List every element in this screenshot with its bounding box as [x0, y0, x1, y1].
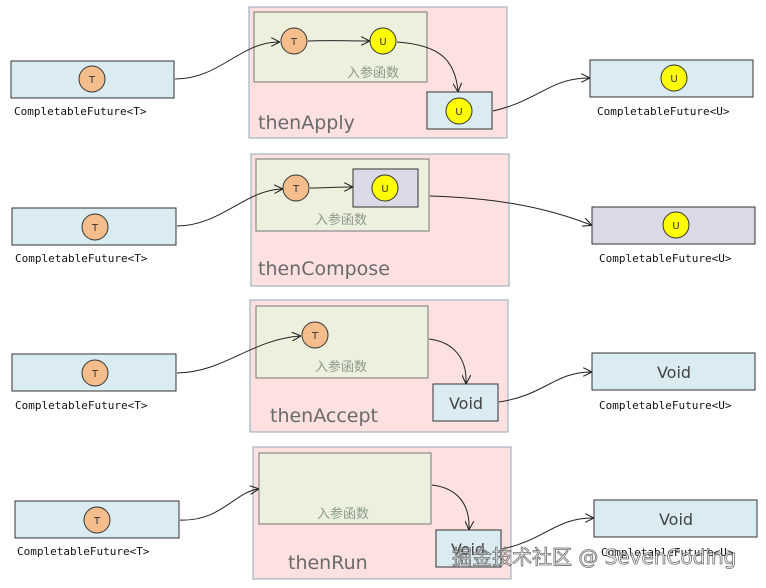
flow-arrow: [396, 41, 458, 91]
result-token-u-label: U: [455, 107, 462, 118]
function-token-u-circle: [371, 174, 399, 202]
flow-arrow: [492, 78, 589, 112]
input-future-label: CompletableFuture<T>: [15, 252, 148, 265]
row-then-run: T CompletableFuture<T> 入参函数 Void thenRun…: [14, 446, 758, 580]
token-t-label: T: [93, 516, 101, 527]
function-token-u-label: U: [379, 37, 386, 48]
output-token-u-circle: [662, 211, 690, 239]
flow-arrow: [431, 484, 469, 529]
row-then-apply: T CompletableFuture<T> T U 入参函数 U thenAp…: [10, 6, 754, 139]
flow-arrow: [176, 336, 300, 374]
function-token-t-label: T: [290, 37, 298, 48]
input-future-label: CompletableFuture<T>: [14, 105, 147, 118]
token-t-label: T: [91, 369, 99, 380]
function-label: 入参函数: [315, 359, 367, 375]
output-future-label: CompletableFuture<U>: [597, 105, 730, 118]
function-panel: [253, 11, 428, 83]
output-void-label: Void: [657, 363, 691, 382]
function-token-u-label: U: [381, 184, 388, 195]
function-token-t-circle: [280, 27, 308, 55]
operation-name: thenApply: [258, 112, 355, 134]
function-token-t-label: T: [311, 331, 319, 342]
token-t-circle: [81, 359, 109, 387]
output-token-u-label: U: [672, 221, 679, 232]
row-then-accept: T CompletableFuture<T> T 入参函数 Void thenA…: [11, 299, 756, 433]
output-future-box: [591, 352, 756, 391]
output-future-label: CompletableFuture<U>: [599, 252, 732, 265]
function-label: 入参函数: [347, 65, 399, 81]
output-token-u-label: U: [670, 74, 677, 85]
token-t-circle: [81, 213, 109, 241]
flow-arrow: [429, 195, 591, 225]
output-void-label: Void: [659, 510, 693, 529]
function-label: 入参函数: [317, 506, 369, 522]
result-box: [435, 529, 502, 568]
function-token-u-circle: [369, 27, 397, 55]
watermark: 掘金技术社区 @ SevenCoding: [452, 545, 736, 569]
token-t-circle: [78, 65, 106, 93]
function-panel: [258, 452, 432, 525]
function-token-t-label: T: [292, 184, 300, 195]
flow-arrow: [498, 372, 591, 403]
operation-name: thenCompose: [258, 258, 390, 280]
flow-arrow: [501, 518, 593, 550]
flow-arrow: [179, 489, 258, 521]
function-label: 入参函数: [315, 212, 367, 228]
operation-name: thenAccept: [270, 405, 378, 427]
result-void-label: Void: [449, 394, 483, 413]
token-t-label: T: [88, 75, 96, 86]
operation-name: thenRun: [288, 552, 368, 574]
function-token-t-circle: [301, 321, 329, 349]
flow-arrow: [176, 189, 282, 227]
result-void-label: Void: [451, 540, 485, 559]
output-future-label: CompletableFuture<U>: [601, 546, 734, 559]
input-future-label: CompletableFuture<T>: [17, 545, 150, 558]
function-panel: [255, 305, 429, 379]
output-token-u-circle: [660, 64, 688, 92]
flow-arrow: [428, 338, 466, 383]
flow-arrow: [174, 42, 279, 80]
output-future-box: [593, 499, 758, 538]
input-future-label: CompletableFuture<T>: [15, 399, 148, 412]
row-then-compose: T CompletableFuture<T> T U 入参函数 thenComp…: [11, 153, 756, 287]
flow-arrow: [309, 187, 352, 188]
token-t-label: T: [91, 223, 99, 234]
token-t-circle: [83, 506, 111, 534]
output-future-label: CompletableFuture<U>: [599, 399, 732, 412]
result-token-u-circle: [445, 97, 473, 125]
